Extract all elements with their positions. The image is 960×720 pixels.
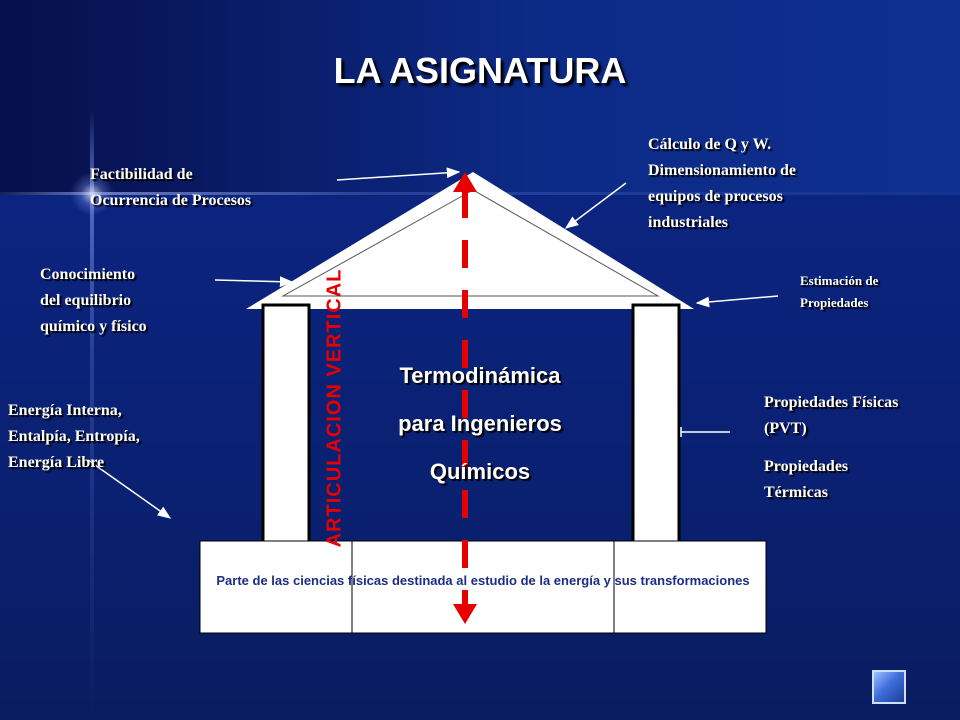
background-top [0,0,960,195]
left-column [261,303,311,544]
center-line-2: para Ingenieros [398,411,562,436]
center-line-3: Químicos [429,459,531,484]
center-line-1: Termodinámica [399,363,561,388]
center-text: Termodinámica para Ingenieros Químicos [300,352,660,496]
articulation-arrow-head-top [453,172,477,192]
label-propiedades-termicas: Propiedades Térmicas [764,458,849,501]
slide-title: LA ASIGNATURA [333,50,627,91]
roof [246,172,694,309]
arrow-factibilidad [336,167,461,181]
light-flare-center [70,172,114,216]
vertical-label-text: ARTICULACION VERTICAL [323,268,346,548]
label-estimacion: Estimación de Propiedades [800,273,879,310]
navigation-button-icon[interactable] [872,670,906,704]
arrow-energia [87,459,172,519]
arrow-estimacion [695,295,779,308]
label-factibilidad: Factibilidad de Ocurrencia de Procesos [90,166,252,209]
base-text: Parte de las ciencias físicas destinada … [216,573,750,588]
label-energia: Energía Interna, Entalpía, Entropía, Ene… [8,402,140,471]
base [199,540,767,634]
label-propiedades-fisicas: Propiedades Físicas (PVT) [764,394,899,437]
label-conocimiento: Conocimiento del equilibrio químico y fí… [40,266,147,335]
label-calculo: Cálculo de Q y W. Dimensionamiento de eq… [648,136,796,231]
articulation-arrow-head-bottom [453,604,477,624]
arrow-calculo [564,182,627,229]
light-flare-vertical [90,110,94,720]
arrow-conocimiento [214,276,294,288]
roof-inner [281,189,660,297]
